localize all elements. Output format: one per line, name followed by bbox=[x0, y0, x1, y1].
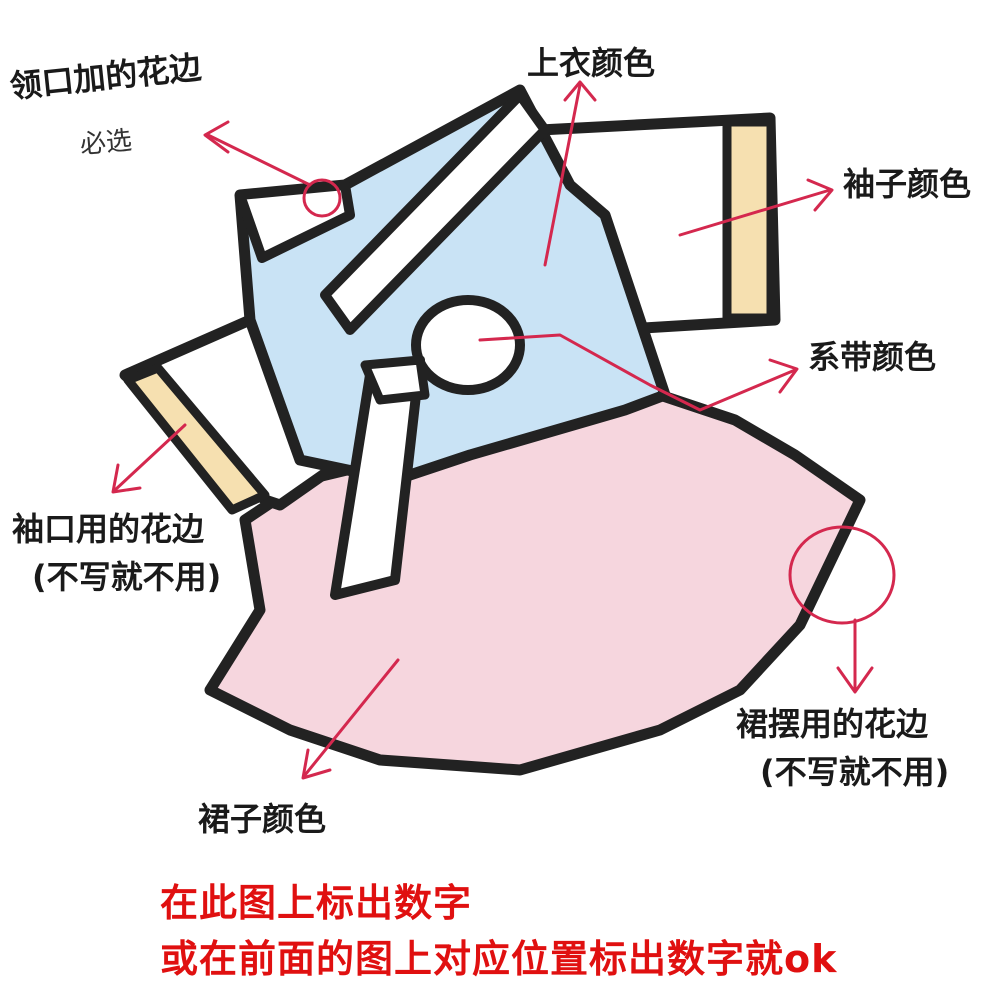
collar-lace-arrow bbox=[203, 120, 312, 187]
sleeve-color-arrow bbox=[678, 178, 834, 237]
cuff-lace-label-line2: (不写就不用) bbox=[32, 558, 222, 596]
hem-lace-label-line2: (不写就不用) bbox=[760, 753, 950, 791]
top-color-arrow bbox=[543, 80, 597, 267]
hem-lace-marker bbox=[788, 525, 896, 625]
collar-required-label: 必选 bbox=[78, 125, 134, 161]
top-color-label: 上衣颜色 bbox=[527, 44, 656, 82]
instruction-line-2: 或在前面的图上对应位置标出数字就ok bbox=[160, 937, 838, 981]
sash-bow-shape bbox=[411, 295, 525, 395]
sleeve-color-label: 袖子颜色 bbox=[843, 165, 972, 203]
skirt-color-arrow bbox=[301, 658, 400, 780]
left-cuff-shape bbox=[123, 363, 270, 515]
hem-lace-arrow bbox=[836, 618, 874, 694]
hem-lace-label-line1: 裙摆用的花边 bbox=[736, 705, 929, 743]
instruction-line-1: 在此图上标出数字 bbox=[160, 881, 473, 925]
collar-inner-shape bbox=[235, 180, 355, 263]
skirt-color-label: 裙子颜色 bbox=[198, 800, 327, 838]
collar-band-shape bbox=[320, 90, 550, 335]
sash-color-label: 系带颜色 bbox=[808, 338, 937, 376]
sash-knot-shape bbox=[360, 355, 430, 405]
cuff-lace-arrow bbox=[111, 423, 187, 494]
cuff-lace-label-line1: 袖口用的花边 bbox=[12, 510, 205, 548]
sash-color-arrow bbox=[478, 333, 799, 412]
collar-lace-marker bbox=[302, 178, 342, 218]
